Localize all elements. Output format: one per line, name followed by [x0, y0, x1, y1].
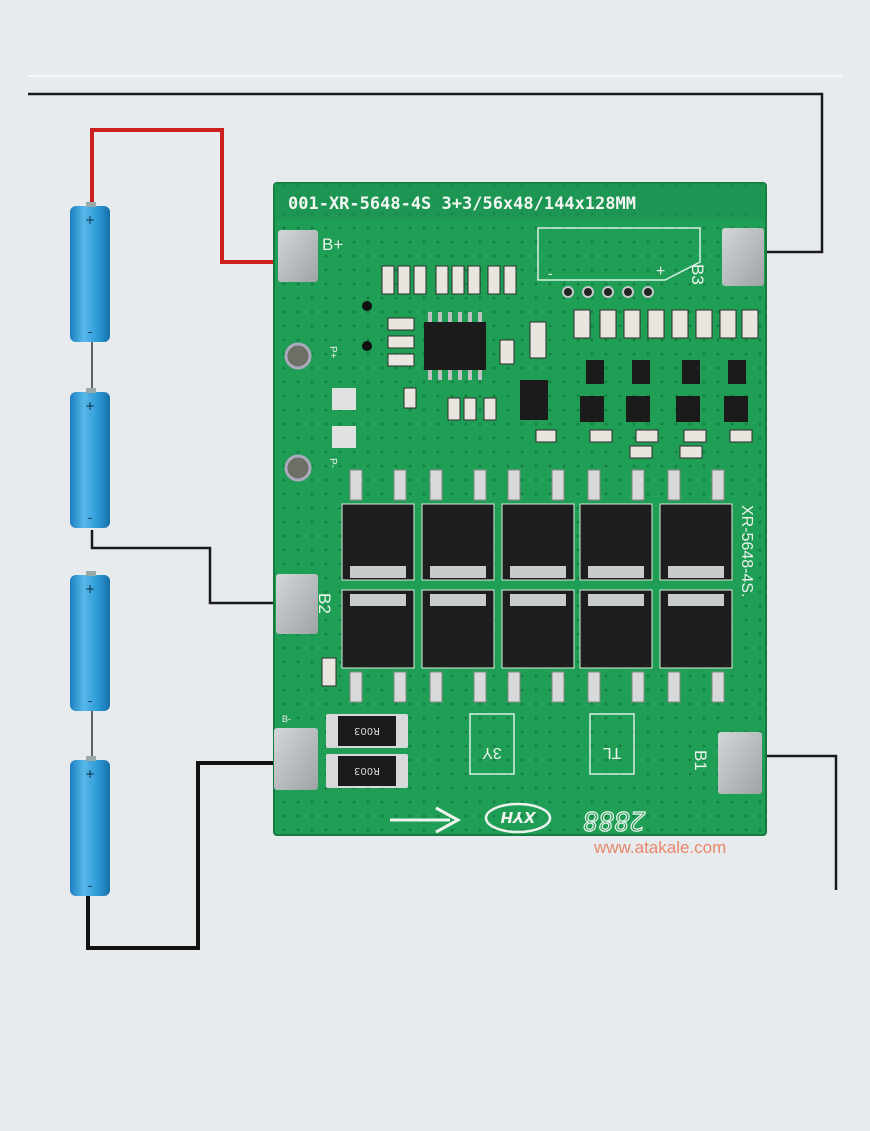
connector-pins	[562, 286, 654, 298]
battery-cell: + -	[70, 388, 110, 528]
mosfet-pins-top	[349, 469, 725, 501]
bms-ic-chip	[424, 322, 486, 370]
via-hole	[362, 301, 372, 311]
pad-b2-label: B2	[315, 593, 334, 614]
balancing-resistors	[573, 309, 759, 339]
mark-box-label: TL	[603, 744, 622, 761]
battery-cell: + -	[70, 756, 110, 896]
cell-minus-label: -	[88, 879, 92, 893]
ic-pins	[428, 312, 482, 380]
cell-minus-label: -	[88, 325, 92, 339]
resistor-array	[381, 265, 517, 295]
mounting-hole	[284, 342, 312, 370]
battery-cell: + -	[70, 202, 110, 342]
shunt-label: R003	[354, 765, 380, 776]
connector-outline	[537, 227, 701, 281]
connector-minus-label: -	[548, 265, 553, 281]
pad-b3-label: B3	[688, 264, 707, 285]
small-components	[387, 317, 557, 443]
bms-board: 001-XR-5648-4S 3+3/56x48/144x128MM B+ B3…	[273, 182, 767, 836]
board-side-label: XR-5648-4S.	[738, 505, 755, 598]
cell-minus-label: -	[88, 694, 92, 708]
mark-3y: 3Y	[482, 744, 502, 761]
pad-bminus	[274, 728, 318, 790]
transistor	[520, 380, 548, 420]
battery-cell: + -	[70, 571, 110, 711]
mosfet-pins-bottom	[349, 671, 725, 703]
cell-minus-label: -	[88, 511, 92, 525]
cell-plus-label: +	[85, 399, 95, 413]
xyh-logo	[484, 802, 552, 834]
smd-part	[332, 388, 356, 410]
balancing-transistors	[580, 360, 748, 422]
wire-b2	[90, 530, 284, 605]
wire-bplus-red	[90, 128, 284, 264]
direction-arrow-icon	[390, 806, 462, 834]
watermark: www.atakale.com	[593, 838, 726, 857]
cell-plus-label: +	[85, 767, 95, 781]
mosfet-row-top	[341, 503, 733, 581]
shunt-resistors: R003 R003	[326, 714, 408, 788]
via-hole	[362, 341, 372, 351]
smd-part	[321, 657, 337, 687]
shunt-label: R003	[354, 725, 380, 736]
cell-plus-label: +	[85, 582, 95, 596]
mounting-hole	[284, 454, 312, 482]
board-code: 2888	[583, 805, 646, 835]
smd-part	[332, 426, 356, 448]
wire-b1	[752, 754, 838, 890]
mark-box	[589, 713, 635, 775]
mark-3y-box	[469, 713, 515, 775]
wires	[28, 92, 838, 950]
pad-bplus-label: B+	[322, 235, 343, 254]
pad-b2	[276, 574, 318, 634]
battery-pack: + - + - + - + -	[70, 202, 110, 896]
cell-plus-label: +	[85, 213, 95, 227]
pad-bminus-label: B-	[282, 714, 291, 724]
mosfet-row-bottom	[341, 589, 733, 669]
p-plus-label: P+	[327, 346, 338, 359]
xyh-logo-text: XYH	[500, 808, 536, 826]
p-minus-label: P-	[327, 458, 338, 468]
balancing-caps	[589, 429, 753, 459]
pad-b1	[718, 732, 762, 794]
board-model-header: 001-XR-5648-4S 3+3/56x48/144x128MM	[288, 194, 636, 214]
pad-b3	[722, 228, 764, 286]
pad-bplus	[278, 230, 318, 282]
wire-bminus-black	[86, 761, 284, 950]
connector-plus-label: +	[656, 263, 665, 280]
pad-b1-label: B1	[691, 750, 710, 771]
wire-b3	[28, 92, 824, 254]
